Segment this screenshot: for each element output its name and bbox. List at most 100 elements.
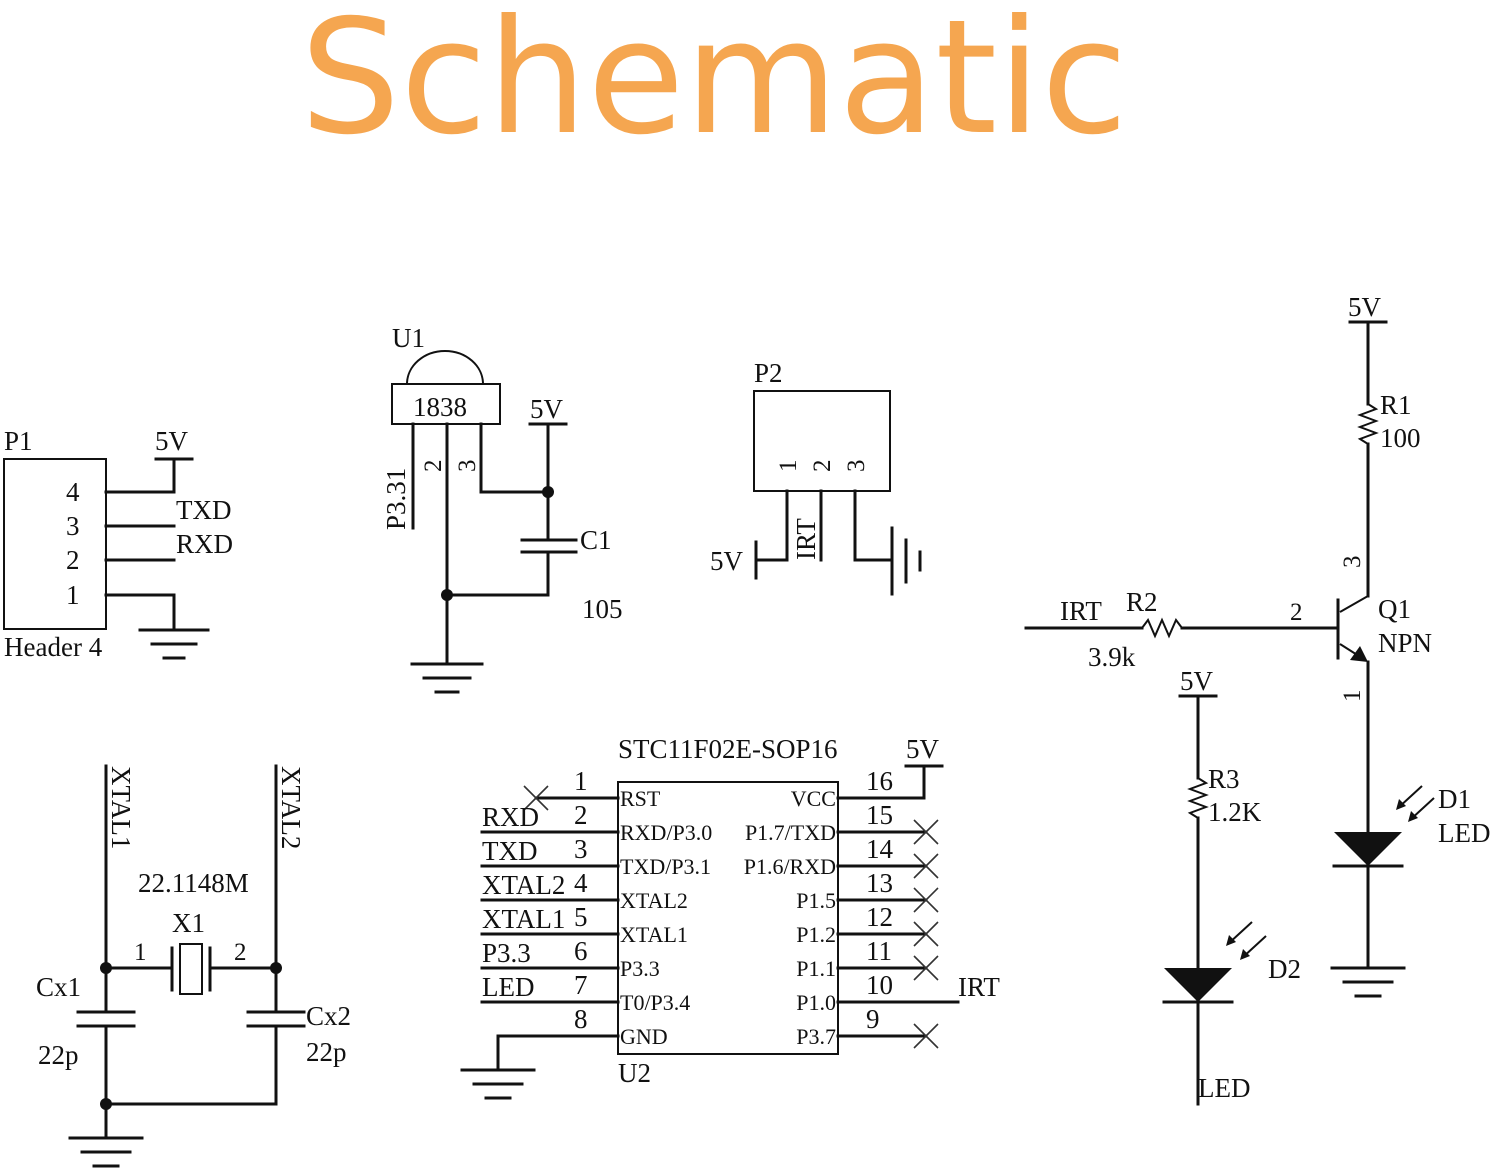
receiver-dome [406,350,484,385]
mcu-pin-name: P3.3 [620,956,660,981]
p2-pin-3: 3 [843,460,870,473]
r2-ref: R2 [1126,587,1158,617]
r3-ref: R3 [1208,764,1240,794]
connector-body [753,390,891,492]
p1-pin-3: 3 [66,511,80,541]
mcu-net-label: TXD [482,836,538,866]
mcu-pin-number: 4 [574,868,588,898]
p1-txd-label: TXD [176,495,232,525]
cx2-value: 22p [306,1037,347,1067]
mcu-pin-name: P1.1 [796,956,836,981]
r1-value: 100 [1380,423,1421,453]
ground-symbol [1330,966,1406,998]
mcu-part: STC11F02E-SOP16 [618,734,838,764]
ground-symbol [138,628,210,660]
x1-ref: X1 [172,908,205,938]
mcu-pin-number: 16 [866,766,893,796]
led-d1 [1334,832,1402,866]
mcu-pin-name: XTAL1 [620,922,688,947]
mcu-pin-number: 10 [866,970,893,1000]
mcu-net-label: RXD [482,802,539,832]
no-connect-icon [913,819,939,845]
p1-5v-label: 5V [155,426,189,456]
mcu-right-pins: 16VCC15P1.7/TXD14P1.6/RXD13P1.512P1.211P… [744,766,939,1049]
cx2-ref: Cx2 [306,1001,351,1031]
emitter-arrow [1350,646,1368,662]
mcu-pin-name: T0/P3.4 [620,990,690,1015]
mcu-pin-number: 6 [574,936,588,966]
mcu-pin-name: VCC [791,786,836,811]
junction-dot [100,1098,112,1110]
u1-5v-label: 5V [530,394,564,424]
wire-p2-gnd [853,489,892,562]
no-connect-icon [913,1023,939,1049]
u1-ref: U1 [392,323,425,353]
mcu-net-label: LED [482,972,534,1002]
p1-pin-4: 4 [66,477,80,507]
r1-ref: R1 [1380,390,1412,420]
u1-pin-3: 3 [454,460,481,473]
p2-pin-1: 1 [775,460,802,473]
junction-dot [100,962,112,974]
q1-5v-label: 5V [1348,292,1382,322]
mcu-pin-name: TXD/P3.1 [620,854,711,879]
wire-u1-vcc [479,422,550,494]
transistor-collector [1339,595,1369,613]
header-body [3,458,107,630]
q1-pin-3: 3 [1339,556,1366,569]
resistor-r3 [1187,777,1209,819]
mcu-pin-number: 1 [574,766,588,796]
mcu-body [617,781,839,1055]
crystal-body [179,943,203,995]
ground-symbol [460,1068,536,1100]
d2-led-net: LED [1198,1073,1250,1103]
resistor-r1 [1357,403,1379,445]
cx1-value: 22p [38,1040,79,1070]
p2-irt-label: IRT [791,518,821,560]
mcu-left-pins: 1RST2RXD/P3.0RXD3TXD/P3.1TXD4XTAL2XTAL25… [480,766,712,1049]
mcu-pin-number: 15 [866,800,893,830]
mcu-pin-number: 7 [574,970,588,1000]
crystal-frequency: 22.1148M [138,868,249,898]
mcu-pin-number: 2 [574,800,588,830]
junction-dot [441,589,453,601]
ground-symbol [68,1136,144,1168]
light-arrows-icon [1396,785,1435,822]
d1-type: LED [1438,818,1490,848]
wire-cx2-gnd [104,1026,278,1106]
wire-p1-gnd [104,593,176,630]
q1-pin-2: 2 [1290,599,1303,626]
c1-ref: C1 [580,525,612,555]
irt-net-label: IRT [1060,596,1102,626]
mcu-pin-name: XTAL2 [620,888,688,913]
q1-type: NPN [1378,628,1432,658]
p1-pin-1: 1 [66,580,80,610]
r2-value: 3.9k [1088,642,1136,672]
u1-part: 1838 [413,392,467,422]
r3-value: 1.2K [1208,797,1262,827]
mcu-pin-number: 13 [866,868,893,898]
x1-pin-2: 2 [234,939,247,966]
d2-ref: D2 [1268,954,1301,984]
light-arrows-icon [1226,921,1267,960]
led-d2 [1164,968,1232,1002]
led-d2-stage: 5V R3 1.2K D2 LED [1162,666,1301,1106]
mcu-pin-name: P1.6/RXD [744,854,836,879]
p1-rxd-label: RXD [176,529,233,559]
mcu-pin-name: RXD/P3.0 [620,820,712,845]
receiver-body [391,383,501,425]
p1-pin-2: 2 [66,545,80,575]
cx1-ref: Cx1 [36,972,81,1002]
mcu-pin-name: GND [620,1024,668,1049]
mcu-net-label: P3.3 [482,938,531,968]
ground-symbol [410,662,484,694]
junction-dot [542,486,554,498]
ir-receiver-u1: U1 1838 P3.31 2 3 5V C1 105 [381,323,623,694]
wire-cap-gnd [445,552,550,597]
no-connect-icon [913,853,939,879]
ground-symbol [890,526,922,596]
header-p1: P1 Header 4 4 3 2 1 5V TXD RXD [3,426,233,662]
wire-vcc-5v [836,764,926,800]
p2-ref: P2 [754,358,783,388]
